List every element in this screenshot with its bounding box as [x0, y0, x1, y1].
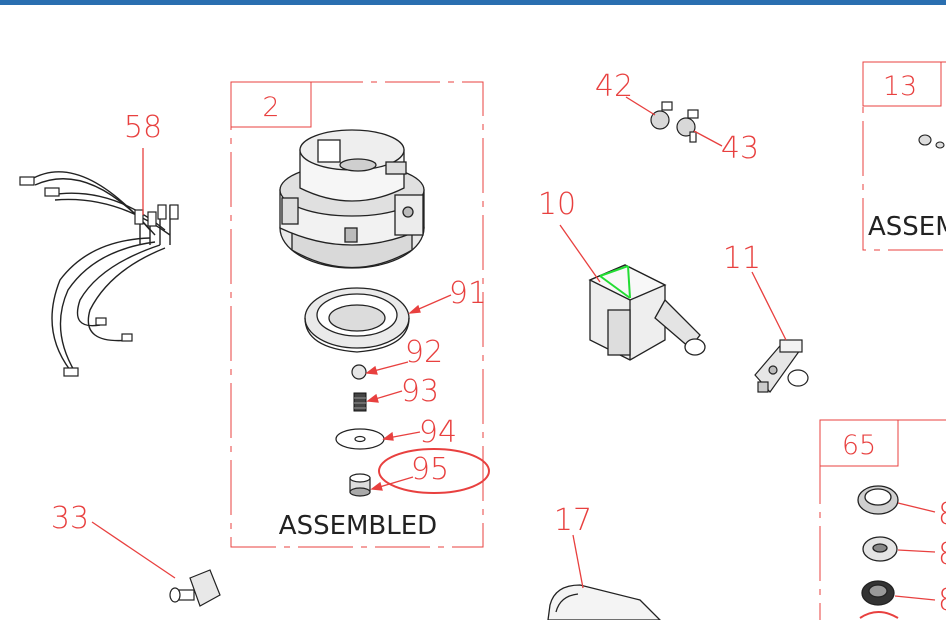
- ball-drawing: [351, 364, 367, 380]
- spring-drawing: [353, 392, 367, 412]
- callout-17: 17: [554, 503, 592, 538]
- assembly-box-13: 13 ASSEM: [862, 61, 946, 251]
- wire-harness-drawing: [29, 171, 171, 373]
- fitting-drawing: [349, 473, 371, 497]
- leader-10: [559, 224, 601, 283]
- callout-95: 95: [411, 452, 449, 487]
- pump-drawing: [588, 264, 706, 361]
- assembly-box-2-caption: ASSEMBLED: [279, 511, 437, 541]
- leader-33: [91, 521, 176, 579]
- wire-harness-connectors: [19, 176, 179, 377]
- callout-8a: 8: [938, 497, 946, 532]
- callout-8b: 8: [938, 537, 946, 572]
- assembly-box-13-caption: ASSEM: [868, 212, 946, 242]
- assembly-box-2-tab: [230, 81, 312, 128]
- highlight-ring-95: [378, 448, 490, 494]
- valve-drawing: [754, 339, 809, 393]
- callout-42: 42: [595, 69, 633, 104]
- assembly-box-65-number: 65: [842, 430, 876, 461]
- callout-8c: 8: [938, 583, 946, 618]
- thermostat-drawing: [650, 101, 699, 143]
- callout-91: 91: [449, 276, 487, 311]
- washer-drawing: [335, 428, 385, 450]
- leader-11: [751, 271, 787, 341]
- top-border-bar: [0, 0, 946, 5]
- switch-drawing: [169, 569, 221, 607]
- leader-17: [572, 534, 584, 589]
- assembly-box-65: 65 8 8 8: [819, 419, 946, 620]
- callout-58: 58: [124, 110, 162, 145]
- callout-93: 93: [401, 374, 439, 409]
- tray-drawing: [547, 584, 661, 620]
- boiler-drawing: [279, 129, 425, 269]
- assembly-box-65-tab: [819, 419, 899, 467]
- box-65-parts-drawing: [857, 485, 899, 619]
- box-13-part-drawing: [918, 134, 945, 149]
- callout-10: 10: [538, 187, 576, 222]
- assembly-box-13-tab: [862, 61, 942, 107]
- box-65-leaders: [894, 502, 936, 601]
- assembly-box-2-number: 2: [262, 92, 279, 123]
- assembly-box-13-number: 13: [883, 71, 917, 102]
- gasket-drawing: [304, 287, 410, 353]
- assembly-box-2: 2 ASSEMBLED: [230, 81, 484, 548]
- thermostat-leaders: [625, 96, 723, 147]
- callout-11: 11: [723, 241, 761, 276]
- callout-43: 43: [721, 131, 759, 166]
- callout-33: 33: [51, 501, 89, 536]
- assembly-box-2-frame: [230, 81, 484, 548]
- callout-94: 94: [419, 415, 457, 450]
- callout-92: 92: [405, 335, 443, 370]
- box-2-leaders: [365, 294, 452, 491]
